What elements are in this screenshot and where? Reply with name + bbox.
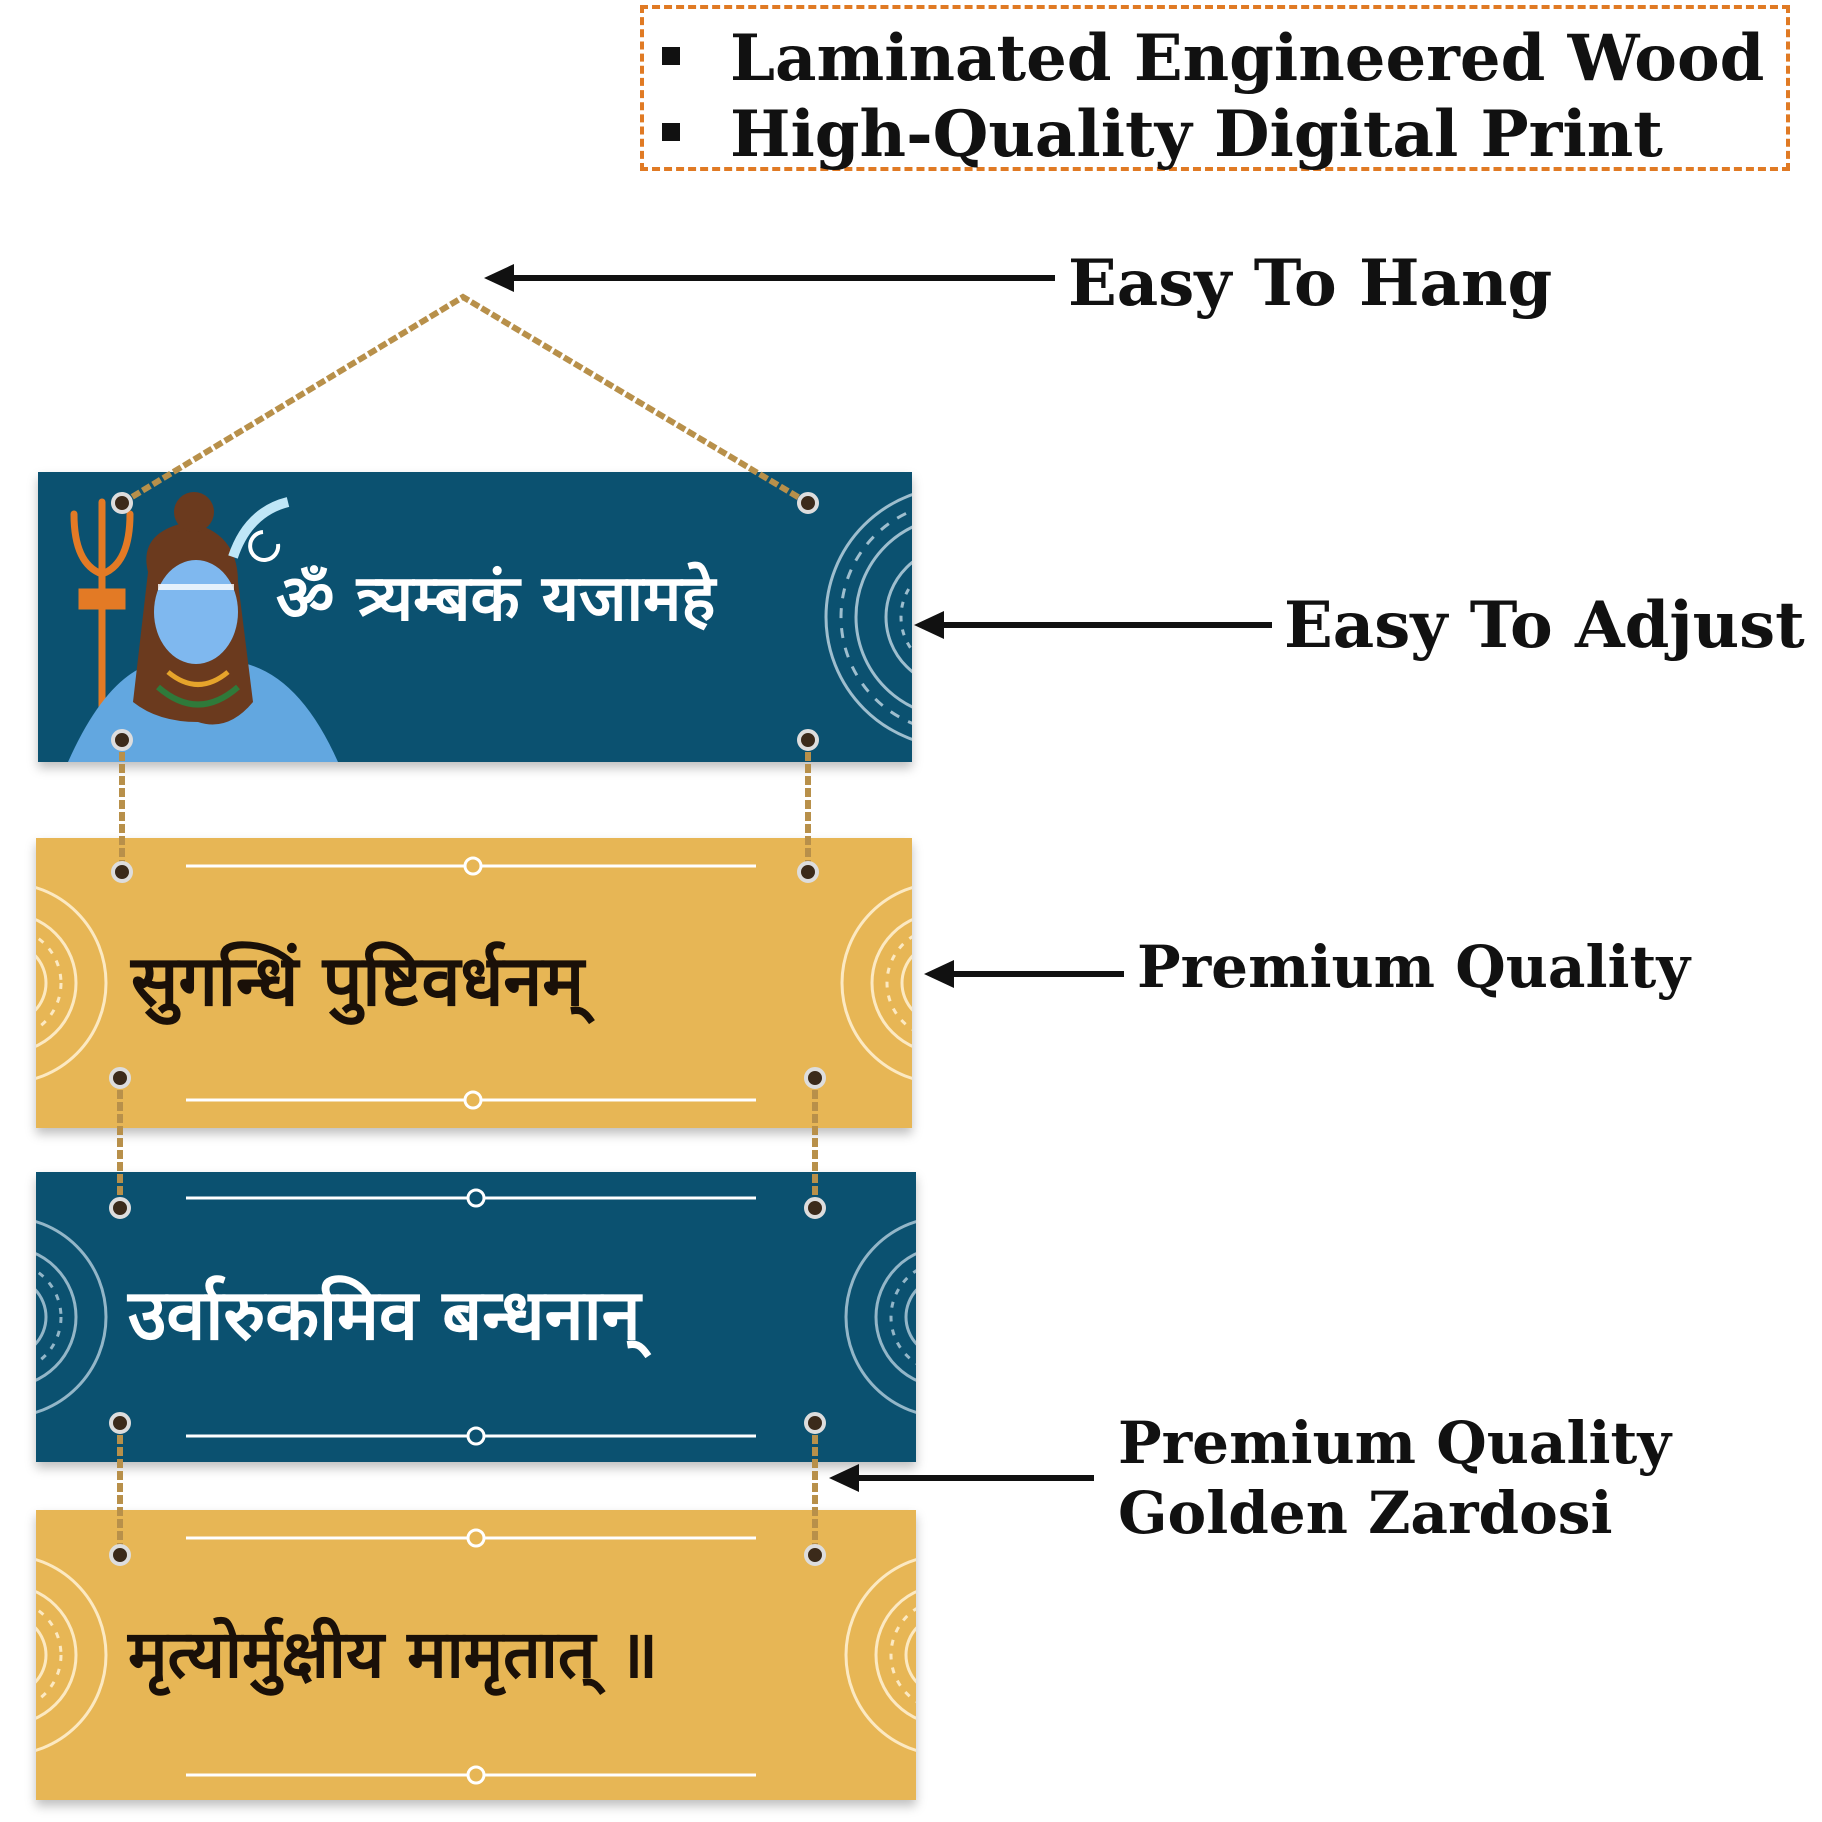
callout-easy-to-hang: Easy To Hang [1068,246,1553,321]
callout-zardosi-line1: Premium Quality [1118,1409,1672,1477]
mandala-ornament [824,493,912,741]
feature-item: High-Quality Digital Print [662,103,1663,167]
shiva-figure [68,492,338,762]
plank-2-text: सुगन्धिं पुष्टिवर्धनम् [131,940,585,1022]
plank-3-art [36,1188,916,1446]
mandala-ornament [36,1558,916,1752]
mandala-ornament [36,886,912,1080]
feature-item: Laminated Engineered Wood [662,27,1764,91]
divider-ornament [186,1528,756,1785]
plank-4: मृत्योर्मुक्षीय मामृतात् ॥ [36,1510,916,1800]
plank-2: सुगन्धिं पुष्टिवर्धनम् [36,838,912,1128]
callout-easy-to-adjust: Easy To Adjust [1284,588,1805,663]
plank-3: उर्वारुकमिव बन्धनान् [36,1172,916,1462]
trishul-icon [70,498,134,716]
plank-4-text: मृत्योर्मुक्षीय मामृतात् ॥ [128,1616,658,1693]
divider-ornament [186,856,756,1110]
feature-label: High-Quality Digital Print [730,97,1663,172]
features-box: Laminated Engineered Wood High-Quality D… [640,5,1790,171]
plank-2-art [36,856,912,1110]
plank-4-art [36,1528,916,1785]
plank-1-art [68,492,912,762]
bullet-square-icon [662,123,680,141]
callout-premium-quality: Premium Quality [1137,933,1691,1001]
bullet-square-icon [662,47,680,65]
plank-3-text: उर्वारुकमिव बन्धनान् [128,1274,641,1356]
callout-zardosi-line2: Golden Zardosi [1118,1479,1613,1547]
plank-1-text: ॐ त्र्यम्बकं यजामहे [276,562,716,636]
divider-ornament [186,1188,756,1446]
mandala-ornament [36,1220,916,1414]
feature-label: Laminated Engineered Wood [730,21,1765,96]
plank-1: ॐ त्र्यम्बकं यजामहे [38,472,912,762]
